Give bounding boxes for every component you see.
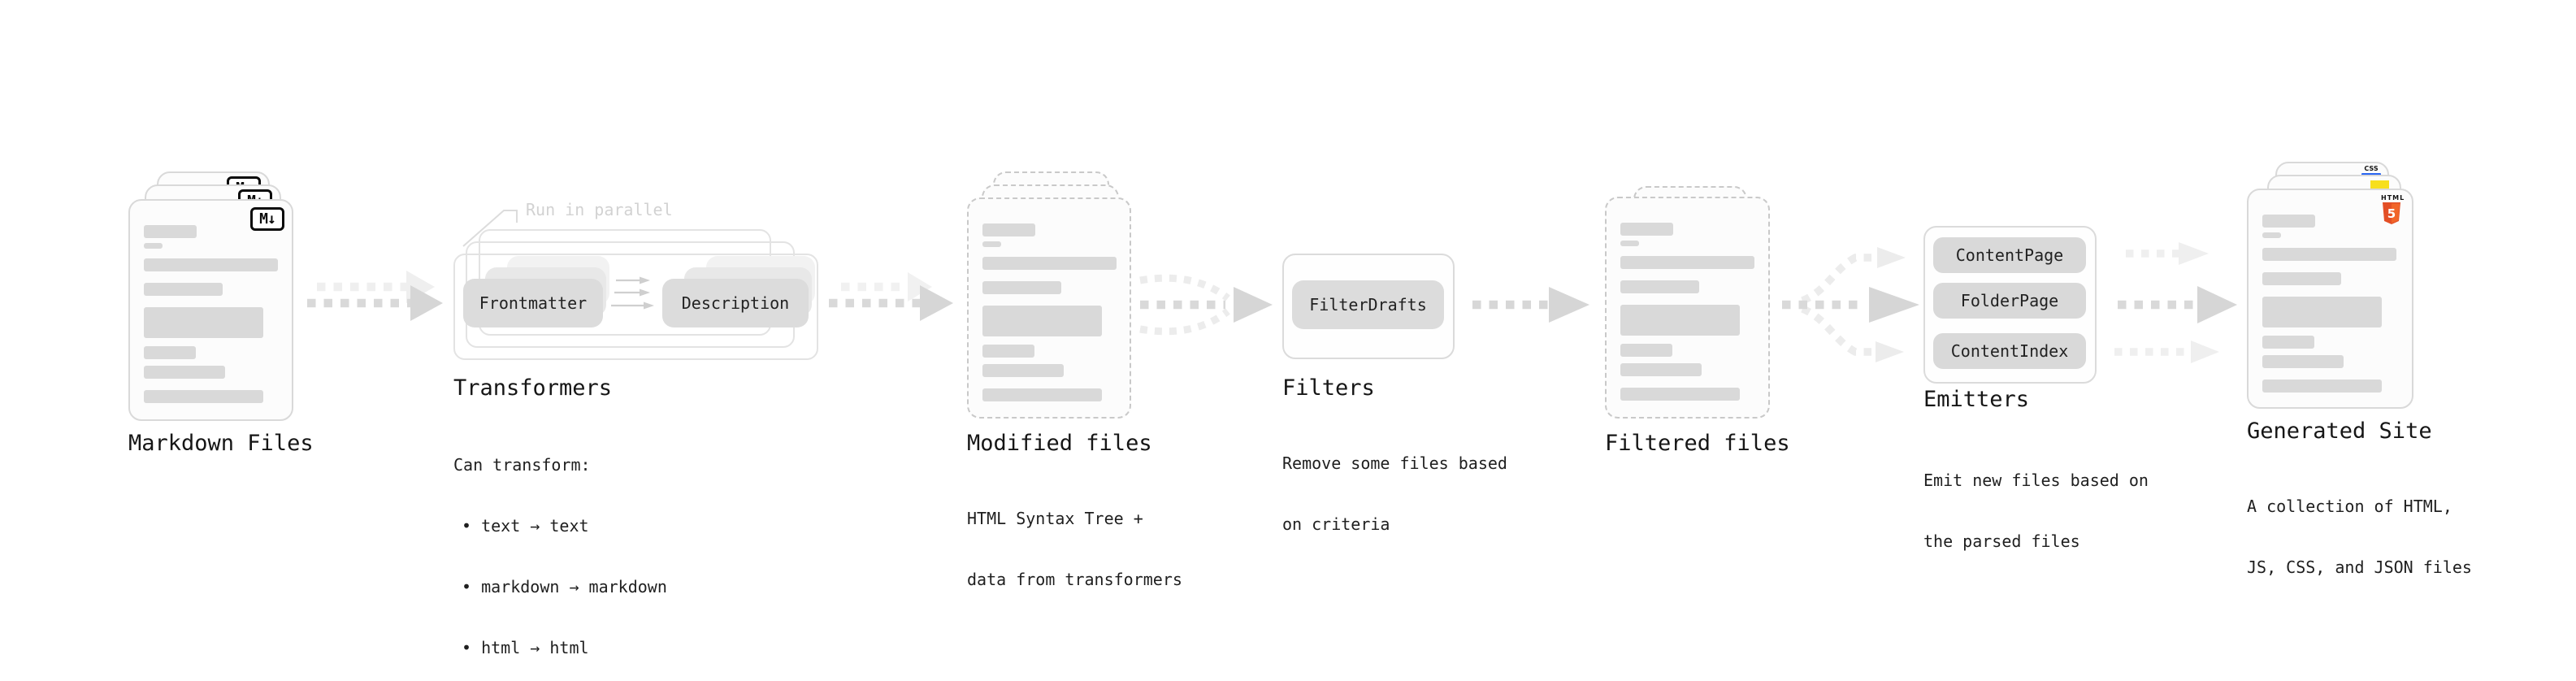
doc-line-bar	[144, 366, 225, 379]
filters-description: Remove some files based on criteria	[1282, 413, 1507, 575]
emitters-title: Emitters	[1923, 387, 2030, 412]
emitters-desc-line: Emit new files based on	[1923, 471, 2149, 490]
doc-line-bar	[2262, 232, 2281, 238]
modified-files-label: Modified files	[967, 431, 1152, 456]
doc-line-bar	[982, 364, 1064, 377]
arrow-emitters-to-generated-icon	[2114, 242, 2237, 363]
markdown-icon: M↓	[250, 207, 284, 231]
transformers-description: Can transform: • text → text • markdown …	[453, 414, 667, 681]
generated-desc-line: A collection of HTML,	[2247, 497, 2452, 516]
transform-arrows-icon	[611, 276, 654, 310]
generated-html-card-front: HTML 5	[2247, 189, 2413, 409]
doc-line-bar	[982, 257, 1117, 270]
doc-line-bar	[1620, 363, 1702, 376]
doc-line-bar	[1620, 280, 1699, 293]
transformers-title: Transformers	[453, 375, 613, 401]
transformers-bullet: • markdown → markdown	[462, 577, 667, 596]
html5-icon-word: HTML	[2381, 194, 2405, 202]
doc-line-bar	[144, 283, 223, 296]
run-in-parallel-note: Run in parallel	[526, 200, 673, 219]
modified-files-stack	[967, 171, 1138, 423]
transformers-run-front	[453, 254, 818, 360]
doc-line-bar	[2262, 355, 2344, 368]
run-in-parallel-leader-line	[462, 210, 518, 247]
doc-line-bar	[144, 307, 263, 338]
transformer-description-pill: Description	[662, 279, 809, 327]
doc-line-bar	[1620, 241, 1639, 246]
doc-line-bar	[982, 281, 1061, 294]
doc-line-bar	[2262, 215, 2315, 228]
generated-desc-line: JS, CSS, and JSON files	[2247, 557, 2472, 577]
emitters-desc-line: the parsed files	[1923, 531, 2080, 551]
html5-icon: HTML 5	[2381, 194, 2405, 228]
filtered-file-card-front	[1605, 197, 1770, 419]
arrow-filtered-to-emitters-icon	[1782, 247, 1919, 362]
emitter-content-index-pill: ContentIndex	[1933, 333, 2086, 369]
doc-line-bar	[982, 306, 1102, 336]
doc-line-bar	[2262, 297, 2382, 327]
filters-title: Filters	[1282, 375, 1375, 401]
doc-line-bar	[982, 345, 1034, 358]
doc-line-bar	[2262, 336, 2314, 349]
filters-desc-line: Remove some files based	[1282, 453, 1507, 473]
doc-line-bar	[982, 241, 1001, 247]
css-icon-bar	[2361, 173, 2381, 176]
generated-site-stack: CSS HTML 5	[2247, 162, 2419, 414]
markdown-files-label: Markdown Files	[128, 431, 314, 456]
doc-line-bar	[1620, 223, 1673, 236]
markdown-files-stack: M↓ M↓ M↓	[128, 171, 299, 423]
modified-desc-line: HTML Syntax Tree +	[967, 509, 1143, 528]
doc-line-bar	[2262, 272, 2341, 285]
doc-line-bar	[1620, 344, 1672, 357]
doc-line-bar	[982, 388, 1102, 401]
emitters-description: Emit new files based on the parsed files	[1923, 430, 2149, 592]
arrow-modified-to-filters-icon	[1139, 274, 1273, 336]
filtered-files-stack	[1605, 186, 1776, 422]
css-icon: CSS	[2361, 166, 2381, 176]
doc-line-bar	[144, 390, 263, 403]
generated-site-label: Generated Site	[2247, 419, 2432, 444]
modified-files-description: HTML Syntax Tree + data from transformer…	[967, 468, 1182, 631]
markdown-file-card-front: M↓	[128, 199, 293, 421]
modified-file-card-front	[967, 197, 1131, 419]
doc-line-bar	[2262, 248, 2396, 261]
html5-shield: 5	[2383, 202, 2400, 224]
transformers-bullet: • text → text	[462, 516, 589, 536]
arrow-transformers-to-modified-icon	[829, 272, 953, 321]
svg-text:5: 5	[2387, 206, 2396, 221]
emitter-folder-page-pill: FolderPage	[1933, 283, 2086, 319]
doc-line-bar	[982, 223, 1035, 236]
doc-line-bar	[144, 243, 163, 249]
doc-line-bar	[2262, 380, 2382, 393]
doc-line-bar	[1620, 256, 1754, 269]
transformer-frontmatter-pill: Frontmatter	[463, 279, 603, 327]
generated-site-description: A collection of HTML, JS, CSS, and JSON …	[2247, 456, 2472, 618]
emitter-content-page-pill: ContentPage	[1933, 237, 2086, 273]
modified-desc-line: data from transformers	[967, 570, 1182, 589]
filter-drafts-pill: FilterDrafts	[1292, 280, 1444, 329]
arrow-markdown-to-transformers-icon	[307, 271, 443, 321]
doc-line-bar	[144, 258, 278, 271]
filters-desc-line: on criteria	[1282, 514, 1390, 534]
transformers-desc-heading: Can transform:	[453, 455, 591, 475]
filtered-files-label: Filtered files	[1605, 431, 1790, 456]
doc-line-bar	[1620, 305, 1740, 336]
arrow-filters-to-filtered-icon	[1472, 287, 1589, 323]
doc-line-bar	[1620, 388, 1740, 401]
transformers-bullet: • html → html	[462, 638, 589, 657]
css-icon-label: CSS	[2364, 165, 2379, 172]
doc-line-bar	[144, 346, 196, 359]
doc-line-bar	[144, 225, 197, 238]
